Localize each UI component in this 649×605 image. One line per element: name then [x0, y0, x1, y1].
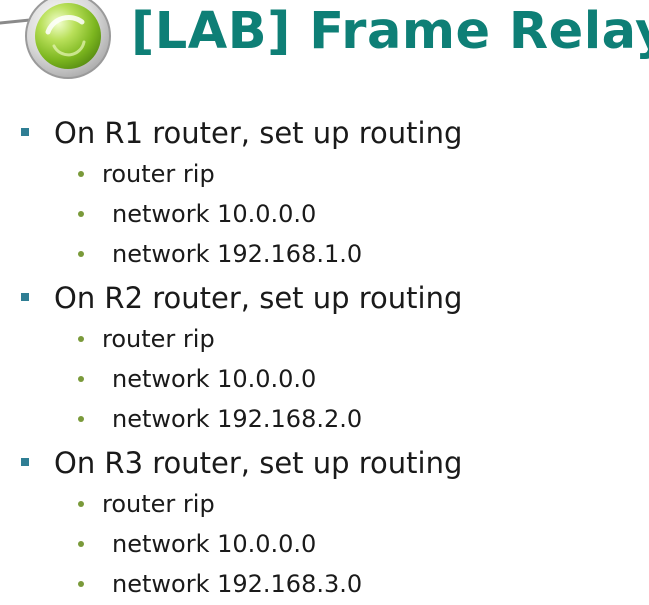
square-bullet-icon: [21, 128, 29, 136]
list-item-label: On R3 router, set up routing: [54, 446, 463, 480]
round-bullet-icon: [78, 541, 84, 547]
round-bullet-icon: [78, 251, 84, 257]
sublist-item-label: router rip: [102, 490, 215, 518]
green-circle-logo-icon: [0, 0, 111, 79]
sublist-item-label: network 10.0.0.0: [112, 365, 317, 393]
sublist-item-label: network 10.0.0.0: [112, 200, 317, 228]
round-bullet-icon: [78, 376, 84, 382]
sublist-item-label: router rip: [102, 325, 215, 353]
square-bullet-icon: [21, 293, 29, 301]
round-bullet-icon: [78, 336, 84, 342]
round-bullet-icon: [78, 501, 84, 507]
round-bullet-icon: [78, 211, 84, 217]
round-bullet-icon: [78, 581, 84, 587]
list-item-label: On R2 router, set up routing: [54, 281, 463, 315]
sublist-item-label: network 192.168.2.0: [112, 405, 363, 433]
sublist-item-label: network 192.168.3.0: [112, 570, 363, 598]
sublist-item-label: network 10.0.0.0: [112, 530, 317, 558]
round-bullet-icon: [78, 416, 84, 422]
sublist-item-label: router rip: [102, 160, 215, 188]
sublist-item-label: network 192.168.1.0: [112, 240, 363, 268]
round-bullet-icon: [78, 171, 84, 177]
list-item-label: On R1 router, set up routing: [54, 116, 463, 150]
slide-title: [LAB] Frame Relay: [131, 2, 649, 61]
square-bullet-icon: [21, 458, 29, 466]
